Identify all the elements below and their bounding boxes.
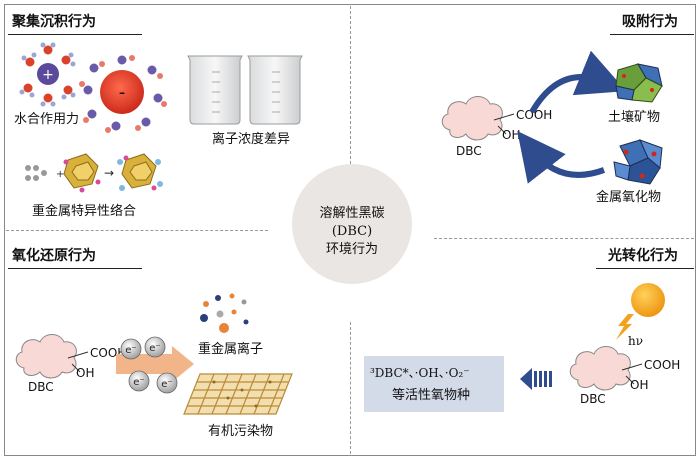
phototransform-title: 光转化行为 [608,248,678,264]
adsorption-cycle-arrows [517,50,627,184]
anion-minus-symbol: - [119,82,126,103]
light-bolt-icon [616,314,634,340]
dbc-cooh-top: COOH [516,108,553,122]
anion-icon [100,70,144,114]
metal-oxides-label: 金属氧化物 [596,190,662,205]
electron-symbol-2: e⁻ [149,343,160,354]
dbc-oh-left: OH [76,366,95,380]
center-line3: 环境行为 [325,242,378,257]
center-line2: (DBC) [331,224,373,239]
dbc-cloud-left-icon [15,334,77,379]
center-circle [292,164,412,284]
cation-plus-symbol: + [42,67,54,83]
dbc-bonds-left [67,351,89,373]
dbc-cloud-right-icon [569,346,631,391]
soil-minerals-label: 土壤矿物 [608,110,661,125]
ros-species-line2: 等活性氧物种 [392,388,471,403]
electron-icon-1: e⁻ [120,338,142,360]
hydration-illustration: + - [19,42,167,133]
dbc-metal-complex-icon [117,153,163,191]
small-cation-group: + [19,42,76,107]
beaker-left-icon [187,55,243,125]
electron-symbol-1: e⁻ [125,345,136,356]
heavy-metal-ions-label: 重金属离子 [198,342,264,357]
dbc-oh-right: OH [630,378,649,392]
hv-label: hν [628,334,644,348]
complexation-illustration: + → [25,153,163,193]
cation-icon [37,63,59,85]
divider-right-horizontal [434,238,694,239]
aggregation-title: 聚集沉积行为 [12,14,96,30]
beakers-icon [187,55,303,125]
redox-title: 氧化还原行为 [12,248,96,264]
divider-left-horizontal [6,230,268,231]
beaker-right-icon [247,55,303,125]
electron-symbol-4: e⁻ [161,379,172,390]
organic-pollutant-mesh-icon [183,373,293,415]
center-line1: 溶解性黑碳 [319,206,385,221]
electron-symbol-3: e⁻ [133,377,144,388]
dbc-bonds-top [493,113,515,135]
hydration-label: 水合作用力 [14,112,80,127]
ros-species-box [364,356,504,412]
arrow-from-metal-oxides [517,131,606,184]
dbc-cloud-top-icon [441,96,503,141]
dbc-oh-top: OH [502,128,521,142]
divider-top-vertical [350,6,351,164]
electron-icon-3: e⁻ [128,370,150,392]
complexation-arrow-symbol: → [104,166,114,180]
dbc-cooh-right: COOH [644,358,681,372]
aggregation-title-underline [8,34,142,35]
ion-concentration-label: 离子浓度差异 [212,132,291,147]
dbc-name-left: DBC [28,380,54,394]
ros-generation-arrow [520,368,552,390]
dbc-name-right: DBC [580,392,606,406]
dbc-name-top: DBC [456,144,482,158]
adsorption-title: 吸附行为 [622,14,678,30]
metal-oxide-icon [613,139,663,185]
electron-icon-2: e⁻ [144,336,166,358]
dbc-bonds-right [621,363,643,385]
adsorption-title-underline [610,34,694,35]
dbc-structure-icon [63,153,101,193]
large-anion-group: - [79,55,167,133]
soil-mineral-icon [615,63,663,103]
complexation-plus-symbol: + [56,169,64,180]
redox-title-underline [8,268,142,269]
sun-icon [631,283,665,317]
heavy-metal-ions-icon [200,293,249,333]
organic-pollutants-label: 有机污染物 [208,424,274,439]
divider-bottom-vertical [350,322,351,454]
metal-ions-icon [25,165,47,181]
ros-species-line1: ³DBC*、·OH、·O₂⁻ [370,366,470,380]
complexation-label: 重金属特异性络合 [32,204,137,219]
arrow-to-soil-minerals [529,50,627,114]
phototransform-title-underline [596,268,694,269]
outer-frame [4,4,696,456]
electron-icon-4: e⁻ [156,372,178,394]
